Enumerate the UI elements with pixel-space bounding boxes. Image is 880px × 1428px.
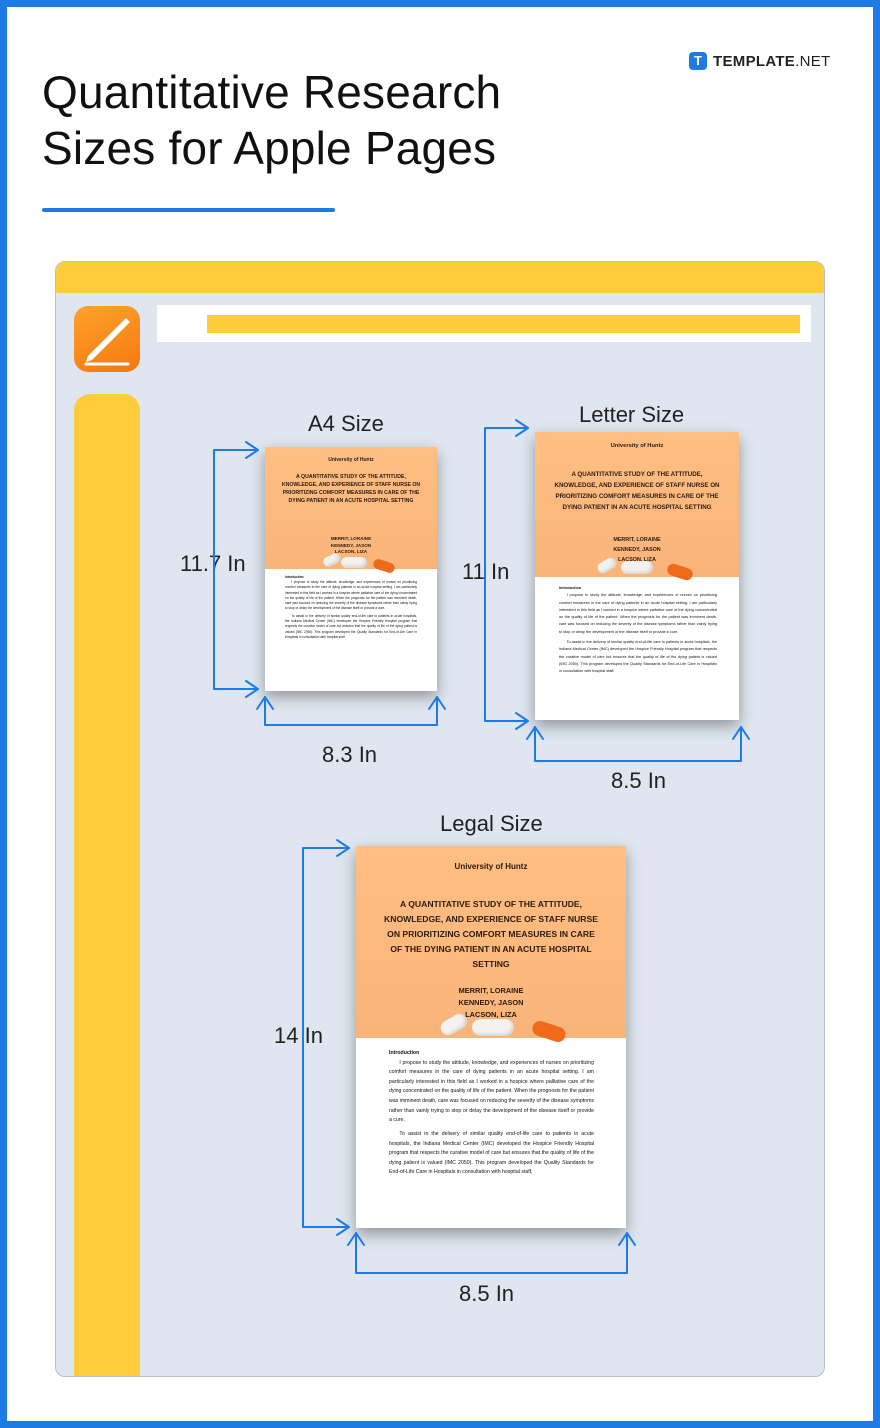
document-body: Introduction I propose to study the atti… <box>285 575 417 640</box>
a4-height-bracket <box>213 449 259 690</box>
arrow-head <box>732 726 750 740</box>
legal-height-label: 14 In <box>274 1023 323 1048</box>
document-author: LACSON, LIZA <box>334 549 368 554</box>
arrow-head <box>515 419 529 437</box>
title-underline <box>42 208 335 212</box>
document-authors: MERRIT, LORAINE KENNEDY, JASON LACSON, L… <box>265 536 437 556</box>
page-title: Quantitative Research Sizes for Apple Pa… <box>42 66 502 174</box>
pill-image <box>472 1019 514 1036</box>
document-author: KENNEDY, JASON <box>330 542 372 548</box>
document-title: A QUANTITATIVE STUDY OF THE ATTITUDE, KN… <box>281 474 421 504</box>
document-paragraph: I propose to study the attitude, knowled… <box>285 580 417 611</box>
arrow-head <box>428 696 446 710</box>
sidebar <box>74 394 140 1376</box>
template-logo-icon: T <box>689 52 707 70</box>
document-university: University of Huntz <box>610 443 664 449</box>
document-title: A QUANTITATIVE STUDY OF THE ATTITUDE, KN… <box>384 899 598 969</box>
address-bar[interactable] <box>157 305 811 342</box>
legal-height-bracket <box>302 847 350 1228</box>
arrow-head <box>336 1218 350 1236</box>
document-section-heading: Introduction <box>559 586 582 590</box>
document-paragraph: To assist in the delivery of similar qua… <box>559 640 717 674</box>
document-authors: MERRIT, LORAINE KENNEDY, JASON LACSON, L… <box>535 535 739 565</box>
arrow-head <box>245 441 259 459</box>
arrow-head <box>515 712 529 730</box>
pages-pen-icon[interactable] <box>74 306 140 372</box>
document-paragraph: I propose to study the attitude, knowled… <box>389 1059 594 1124</box>
letter-width-label: 8.5 In <box>611 768 667 793</box>
arrow-head <box>256 696 274 710</box>
document-author: KENNEDY, JASON <box>613 547 661 553</box>
document-paragraph: To assist in the delivery of similar qua… <box>389 1130 594 1176</box>
brand-name-main: TEMPLATE <box>713 52 796 70</box>
address-bar-fill <box>207 315 800 333</box>
document-body: Introduction I propose to study the atti… <box>559 585 717 676</box>
document-author: KENNEDY, JASON <box>458 998 524 1007</box>
document-title: A QUANTITATIVE STUDY OF THE ATTITUDE, KN… <box>554 471 720 511</box>
a4-height-label: 11.7 In <box>180 551 246 576</box>
a4-width-bracket <box>264 696 438 726</box>
document-university: University of Huntz <box>454 862 528 871</box>
document-university: University of Huntz <box>328 457 374 463</box>
brand-logo: T TEMPLATE.NET <box>689 51 831 71</box>
arrow-head <box>618 1232 636 1246</box>
document-author: MERRIT, LORAINE <box>458 986 524 995</box>
document-cover: University of Huntz A QUANTITATIVE STUDY… <box>265 447 437 575</box>
a4-document-preview: University of Huntz A QUANTITATIVE STUDY… <box>265 447 437 691</box>
letter-height-bracket <box>484 427 529 722</box>
document-section-heading: Introduction <box>285 575 304 579</box>
arrow-head <box>336 839 350 857</box>
document-paragraph: To assist in the delivery of similar qua… <box>285 613 417 639</box>
letter-document-preview: University of Huntz A QUANTITATIVE STUDY… <box>535 432 739 720</box>
document-cover: University of Huntz A QUANTITATIVE STUDY… <box>356 846 626 1044</box>
arrow-head <box>347 1232 365 1246</box>
legal-document-preview: University of Huntz A QUANTITATIVE STUDY… <box>356 846 626 1228</box>
document-author: LACSON, LIZA <box>618 557 656 563</box>
legal-size-label: Legal Size <box>440 811 543 836</box>
letter-size-label: Letter Size <box>579 402 685 427</box>
document-author: MERRIT, LORAINE <box>330 536 372 541</box>
letter-width-bracket <box>534 726 742 762</box>
legal-width-bracket <box>355 1232 628 1274</box>
document-author: LACSON, LIZA <box>465 1010 517 1019</box>
arrow-head <box>245 680 259 698</box>
pill-image <box>341 557 367 568</box>
document-cover: University of Huntz A QUANTITATIVE STUDY… <box>535 432 739 582</box>
pill-image <box>621 561 653 574</box>
brand-name: TEMPLATE.NET <box>713 53 831 70</box>
a4-width-label: 8.3 In <box>322 742 378 767</box>
document-section-heading: Introduction <box>389 1050 420 1056</box>
legal-width-label: 8.5 In <box>459 1281 515 1306</box>
document-body: Introduction I propose to study the atti… <box>389 1049 594 1178</box>
window-title-bar <box>56 262 824 293</box>
arrow-head <box>526 726 544 740</box>
document-author: MERRIT, LORAINE <box>613 537 661 543</box>
brand-name-suffix: .NET <box>795 52 831 70</box>
a4-size-label: A4 Size <box>308 411 384 436</box>
document-paragraph: I propose to study the attitude, knowled… <box>559 593 717 634</box>
document-authors: MERRIT, LORAINE KENNEDY, JASON LACSON, L… <box>356 985 626 1021</box>
